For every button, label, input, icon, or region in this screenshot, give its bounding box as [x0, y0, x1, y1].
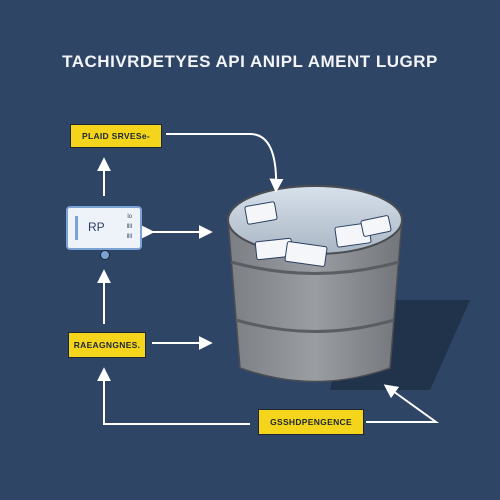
api-card-mark-2: llll: [126, 224, 132, 230]
gss-label: GSSHDPENGENCE: [270, 417, 352, 427]
api-card: RP lo llll llll: [66, 206, 142, 250]
card-accent-bar: [75, 216, 78, 240]
bucket-icon: [227, 185, 403, 383]
reagnes-label: RAEAGNGNES.: [73, 340, 141, 350]
arrow-gss-to-bucket: [366, 384, 440, 423]
document-stack-icon: [244, 201, 392, 267]
api-card-mark-3: llll: [126, 234, 132, 240]
reagnes-label-box: RAEAGNGNES.: [68, 332, 146, 358]
diagram-title: TACHIVRDETYES API ANIPL AMENT LUGRP: [62, 52, 438, 71]
services-label-box: PLAID SRVESe-: [70, 124, 162, 148]
services-label: PLAID SRVESe-: [82, 131, 150, 141]
arrow-services-to-bucket: [166, 133, 284, 193]
api-card-mark-1: lo: [127, 214, 132, 220]
api-card-connector-dot: [100, 250, 110, 260]
arrow-loop-to-reagnes: [97, 367, 250, 425]
gss-label-box: GSSHDPENGENCE: [258, 409, 364, 435]
api-card-label: RP: [88, 220, 105, 234]
